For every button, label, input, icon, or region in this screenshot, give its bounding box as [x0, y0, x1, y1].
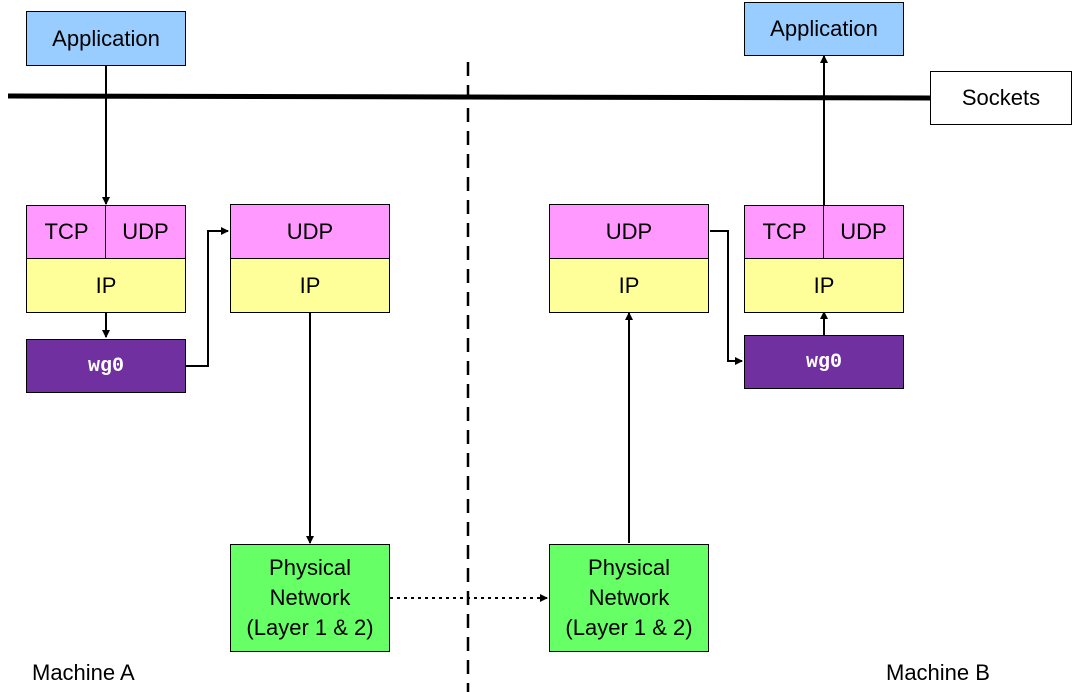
tunnel-udp-box-b: UDP — [549, 204, 709, 259]
tunnel-ip-box-b: IP — [549, 258, 709, 313]
ip-box-b: IP — [744, 258, 904, 313]
tcp-label-a: TCP — [44, 219, 89, 244]
application-box-a: Application — [26, 11, 186, 66]
physical-network-label-a: Physical Network (Layer 1 & 2) — [246, 555, 374, 640]
physical-network-a: Physical Network (Layer 1 & 2) — [230, 544, 390, 652]
tunnel-udp-label-b: UDP — [605, 218, 653, 244]
tunnel-udp-label-a: UDP — [286, 218, 334, 244]
physical-network-label-b: Physical Network (Layer 1 & 2) — [565, 555, 693, 640]
udp-label-a: UDP — [122, 219, 169, 244]
tunnel-ip-label-a: IP — [299, 272, 321, 298]
ip-label-b: IP — [813, 272, 835, 298]
wg0-label-b: wg0 — [805, 350, 842, 374]
tcp-box-b: TCP — [744, 205, 825, 259]
application-box-b: Application — [744, 2, 904, 56]
wg0-interface-b: wg0 — [744, 335, 904, 389]
machine-a-label: Machine A — [32, 660, 135, 685]
tcp-label-b: TCP — [762, 219, 807, 244]
udp-box-b: UDP — [823, 205, 904, 259]
application-label-a: Application — [52, 25, 160, 51]
ip-label-a: IP — [95, 272, 117, 298]
wg0-interface-a: wg0 — [26, 339, 186, 393]
arrow-udp-b-to-wg — [710, 230, 743, 365]
tunnel-ip-box-a: IP — [230, 258, 390, 313]
tcp-box-a: TCP — [26, 205, 107, 259]
wg0-label-a: wg0 — [87, 354, 124, 378]
tunnel-ip-label-b: IP — [618, 272, 640, 298]
udp-box-a: UDP — [105, 205, 186, 259]
ip-box-a: IP — [26, 258, 186, 313]
sockets-box: Sockets — [930, 71, 1072, 125]
application-label-b: Application — [770, 16, 878, 41]
tunnel-udp-box-a: UDP — [230, 204, 390, 259]
sockets-label: Sockets — [961, 85, 1041, 110]
physical-network-b: Physical Network (Layer 1 & 2) — [549, 544, 709, 652]
udp-label-b: UDP — [840, 219, 887, 244]
machine-b-label: Machine B — [886, 660, 990, 685]
arrow-wg-a-to-udp — [186, 227, 229, 367]
